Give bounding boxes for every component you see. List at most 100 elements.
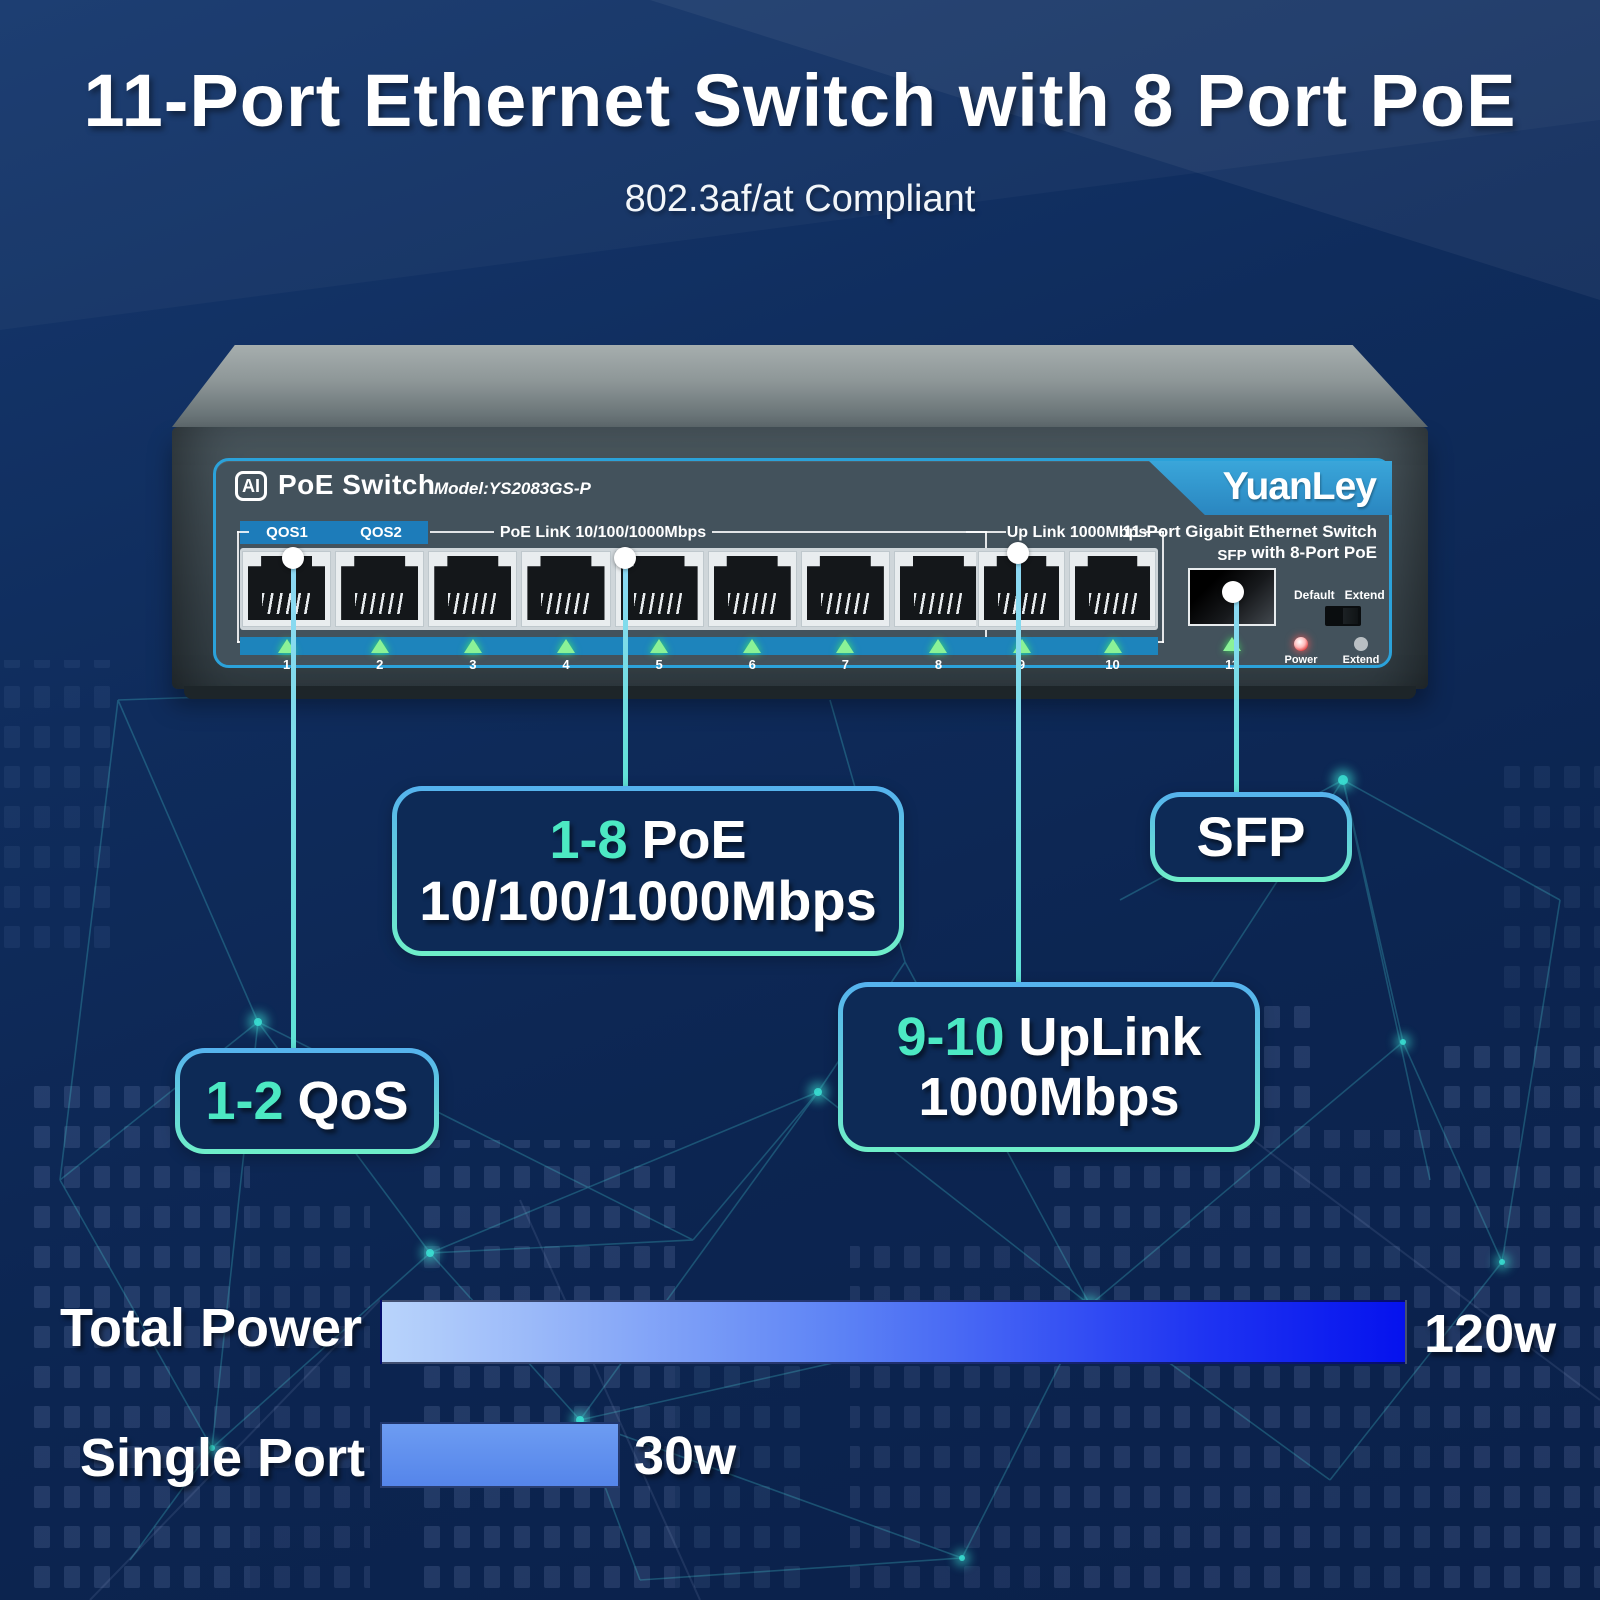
total-power-value: 120w — [1424, 1304, 1557, 1364]
rj45-jack — [899, 556, 977, 620]
callout-uplink-subtitle: 1000Mbps — [918, 1067, 1180, 1127]
port-number: 6 — [748, 657, 756, 672]
rj45-jack — [713, 556, 791, 620]
switch-top-face — [172, 345, 1428, 427]
connector-line-poe — [623, 558, 628, 790]
led-cell — [976, 637, 1067, 655]
callout-qos-title: QoS — [297, 1070, 409, 1131]
power-led-label: Power — [1284, 654, 1318, 666]
single-port-bar — [380, 1422, 620, 1488]
total-power-label: Total Power — [60, 1298, 363, 1358]
poe-group-label: PoE LinK 10/100/1000Mbps — [499, 524, 707, 541]
led-cell — [1067, 637, 1158, 655]
anchor-dot-port1 — [282, 547, 304, 569]
extend-led-label: Extend — [1342, 654, 1380, 666]
port-number: 1 — [282, 657, 291, 672]
port-number: 10 — [1105, 657, 1120, 672]
led-cell — [892, 637, 985, 655]
callout-uplink-range: 9-10 — [896, 1006, 1005, 1067]
bracket-line — [712, 531, 987, 533]
rj45-port-9 — [978, 551, 1065, 627]
port-number: 4 — [562, 657, 570, 672]
led-triangle-icon — [650, 639, 669, 653]
port-number: 9 — [1017, 657, 1026, 672]
callout-poe-subtitle: 10/100/1000Mbps — [419, 869, 877, 933]
bracket-line — [966, 531, 1006, 533]
anchor-dot-sfp — [1222, 581, 1244, 603]
power-led — [1294, 637, 1308, 651]
callout-poe-title: PoE — [641, 809, 747, 870]
port-group-1-8 — [240, 548, 985, 630]
port-numbers-1-8: 1 2 3 4 5 6 7 8 — [240, 657, 985, 672]
led-triangle-icon — [1103, 639, 1122, 653]
callout-poe-range: 1-8 — [549, 809, 628, 870]
rj45-port-7 — [800, 551, 890, 627]
qos2-label: QOS2 — [360, 524, 402, 541]
led-triangle-icon — [929, 639, 948, 653]
anchor-dot-port5 — [614, 547, 636, 569]
callout-qos-range: 1-2 — [205, 1070, 284, 1131]
callout-sfp-title: SFP — [1196, 805, 1306, 869]
anchor-dot-port9 — [1007, 542, 1029, 564]
switch-faceplate: AI PoE Switch Model:YS2083GS-P YuanLey 1… — [213, 458, 1392, 672]
bracket-line — [237, 531, 249, 533]
total-power-bar — [380, 1300, 1407, 1364]
connector-line-qos — [291, 558, 296, 1052]
led-cell — [333, 637, 426, 655]
mode-slide-switch — [1325, 606, 1361, 626]
model-number: Model:YS2083GS-P — [434, 479, 591, 498]
bracket-line — [1162, 531, 1164, 643]
extend-label: Extend — [1344, 588, 1385, 602]
panel-title: 11-Port Gigabit Ethernet Switch with 8-P… — [1123, 521, 1377, 563]
default-label: Default — [1294, 588, 1335, 602]
ai-badge: AI — [235, 471, 267, 501]
rj45-port-8 — [893, 551, 983, 627]
led-triangle-icon — [463, 639, 482, 653]
rj45-port-10 — [1069, 551, 1156, 627]
rj45-jack — [341, 556, 419, 620]
port-number: 7 — [841, 657, 849, 672]
rj45-port-4 — [521, 551, 611, 627]
port-number: 3 — [469, 657, 477, 672]
port-number-11: 11 — [1218, 657, 1246, 672]
sfp-port-label: SFP — [1217, 547, 1247, 564]
mode-switch-labels: Default Extend — [1294, 588, 1404, 602]
port-number: 2 — [376, 657, 384, 672]
callout-sfp: SFP — [1150, 792, 1352, 882]
single-port-label: Single Port — [80, 1428, 366, 1488]
bracket-line — [430, 531, 494, 533]
uplink-group-label: Up Link 1000Mbps — [1006, 524, 1148, 541]
port-number: 5 — [655, 657, 663, 672]
connector-line-uplink — [1016, 553, 1021, 986]
port-number: 8 — [934, 657, 943, 672]
led-cell — [613, 637, 706, 655]
brand-logo: YuanLey — [1222, 465, 1377, 508]
led-strip-1-8 — [240, 637, 985, 655]
bracket-line — [1146, 531, 1164, 533]
rj45-jack — [806, 556, 884, 620]
sfp-port — [1188, 568, 1276, 626]
bracket-line — [1152, 641, 1164, 643]
switch-base — [184, 686, 1416, 699]
product-name: PoE Switch — [278, 469, 436, 500]
extend-led — [1354, 637, 1368, 651]
rj45-jack — [984, 556, 1059, 620]
qos-label-band: QOS1 QOS2 — [240, 521, 428, 544]
port-number: 11 — [1225, 657, 1239, 672]
led-triangle-icon — [556, 639, 575, 653]
callout-uplink-title: UpLink — [1018, 1006, 1202, 1067]
led-11 — [1218, 637, 1246, 653]
brand-banner: YuanLey — [1149, 461, 1392, 515]
led-cell — [426, 637, 519, 655]
led-cell — [519, 637, 612, 655]
led-cell — [706, 637, 799, 655]
rj45-jack — [434, 556, 512, 620]
rj45-port-3 — [428, 551, 518, 627]
